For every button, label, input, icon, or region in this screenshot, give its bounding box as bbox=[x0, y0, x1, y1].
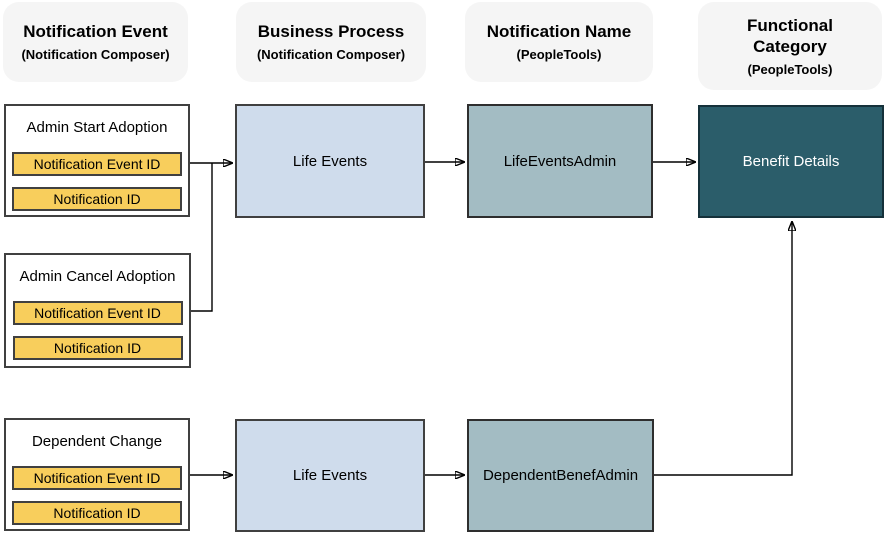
notification-event-id-field: Notification Event ID bbox=[12, 152, 182, 176]
column-subtitle: (PeopleTools) bbox=[516, 47, 602, 62]
column-header-functional-category: Functional Category (PeopleTools) bbox=[698, 2, 882, 90]
notification-label: DependentBenefAdmin bbox=[482, 467, 639, 484]
notification-event-id-field: Notification Event ID bbox=[12, 301, 183, 325]
process-label: Life Events bbox=[292, 467, 368, 484]
process-box-life-events-1: Life Events bbox=[235, 104, 425, 218]
process-label: Life Events bbox=[292, 152, 368, 170]
event-title: Admin Start Adoption bbox=[26, 119, 168, 136]
event-box-dependent-change: Dependent Change Notification Event ID N… bbox=[4, 418, 190, 531]
column-title: Notification Name bbox=[486, 22, 632, 41]
column-header-business-process: Business Process (Notification Composer) bbox=[236, 2, 426, 82]
column-subtitle: (PeopleTools) bbox=[747, 61, 833, 77]
column-title: Notification Event bbox=[23, 22, 168, 41]
connector-admincancel-junction bbox=[191, 163, 213, 312]
notification-id-field: Notification ID bbox=[12, 336, 183, 360]
notification-id-field: Notification ID bbox=[12, 187, 182, 211]
notification-box-dependentbenefadmin: DependentBenefAdmin bbox=[467, 419, 654, 532]
event-box-admin-start-adoption: Admin Start Adoption Notification Event … bbox=[4, 104, 190, 217]
event-box-admin-cancel-adoption: Admin Cancel Adoption Notification Event… bbox=[4, 253, 191, 368]
category-label: Benefit Details bbox=[742, 153, 840, 170]
process-box-life-events-2: Life Events bbox=[235, 419, 425, 532]
event-title: Dependent Change bbox=[31, 433, 163, 450]
connector-dependentbenefadmin-to-benefitdetails bbox=[654, 222, 792, 476]
column-title: Business Process bbox=[257, 22, 405, 41]
notification-event-id-field: Notification Event ID bbox=[12, 466, 182, 490]
column-header-notification-name: Notification Name (PeopleTools) bbox=[465, 2, 653, 82]
column-subtitle: (Notification Composer) bbox=[256, 47, 406, 62]
notification-box-lifeeventsadmin: LifeEventsAdmin bbox=[467, 104, 653, 218]
column-title: Functional Category bbox=[747, 15, 833, 56]
notification-id-field: Notification ID bbox=[12, 501, 182, 525]
category-box-benefit-details: Benefit Details bbox=[698, 105, 884, 218]
column-header-notification-event: Notification Event (Notification Compose… bbox=[3, 2, 188, 82]
event-title: Admin Cancel Adoption bbox=[19, 268, 176, 285]
column-subtitle: (Notification Composer) bbox=[21, 47, 170, 62]
notification-label: LifeEventsAdmin bbox=[503, 152, 617, 170]
